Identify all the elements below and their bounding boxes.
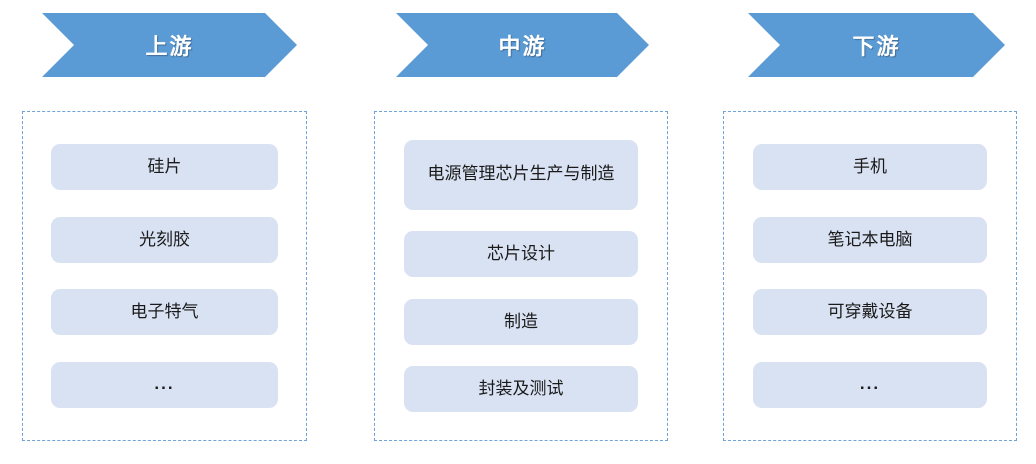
node-mobile-phone: 手机 xyxy=(753,144,987,191)
node-electronic-special-gases: 电子特气 xyxy=(51,289,278,336)
node-packaging-and-testing: 封装及测试 xyxy=(404,366,638,413)
node-pmic-production-manufacturing: 电源管理芯片生产与制造 xyxy=(404,139,638,210)
stage-title-midstream: 中游 xyxy=(498,34,547,59)
stage-panel-upstream: 硅片 光刻胶 电子特气 ... xyxy=(22,111,307,441)
node-ellipsis-upstream: ... xyxy=(51,361,278,408)
stage-panel-downstream: 手机 笔记本电脑 可穿戴设备 ... xyxy=(723,111,1017,441)
node-wearable-devices: 可穿戴设备 xyxy=(753,289,987,336)
node-photoresist: 光刻胶 xyxy=(51,216,278,263)
stage-title-upstream: 上游 xyxy=(145,34,194,59)
node-ellipsis-downstream: ... xyxy=(753,361,987,408)
stage-panel-midstream: 电源管理芯片生产与制造 芯片设计 制造 封装及测试 xyxy=(374,111,668,441)
stage-arrow-midstream: 中游 xyxy=(396,13,649,77)
stage-title-downstream: 下游 xyxy=(852,34,901,59)
node-silicon-wafer: 硅片 xyxy=(51,144,278,191)
node-chip-design: 芯片设计 xyxy=(404,231,638,278)
node-laptop: 笔记本电脑 xyxy=(753,216,987,263)
node-fabrication: 制造 xyxy=(404,298,638,345)
stage-arrow-upstream: 上游 xyxy=(42,13,297,77)
stage-arrow-downstream: 下游 xyxy=(748,13,1005,77)
